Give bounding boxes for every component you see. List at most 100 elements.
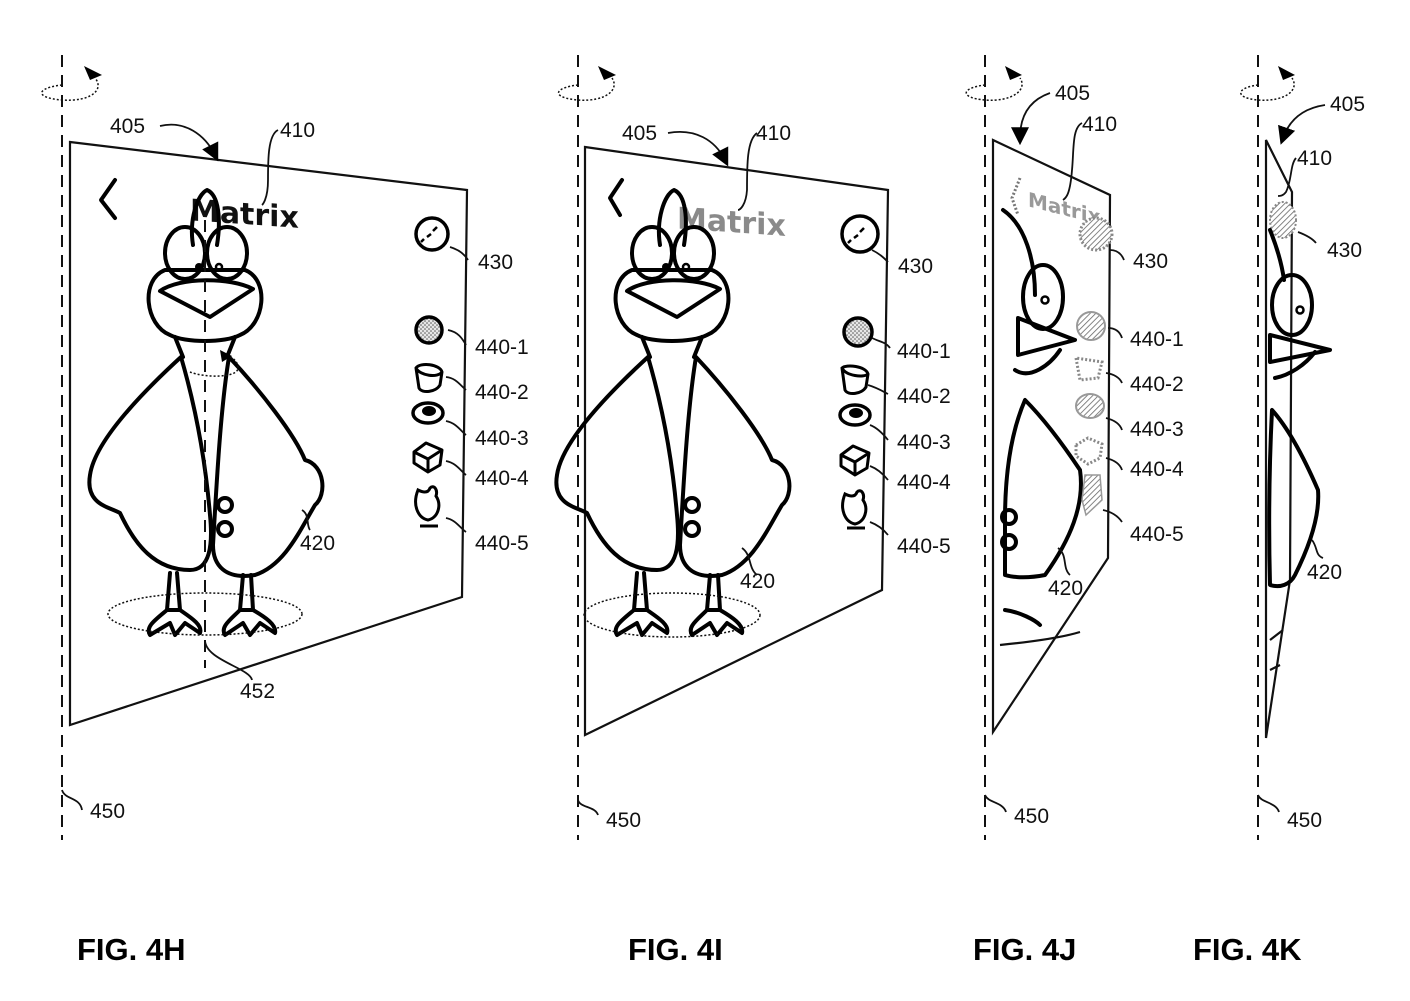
label-420: 420 [1307,561,1342,584]
leader-430 [449,246,469,261]
label-410: 410 [756,122,791,145]
label-440-4: 440-4 [897,471,951,494]
label-440-5: 440-5 [475,532,529,555]
rotation-arrow-icon [557,77,615,101]
camera-button-430[interactable] [1269,201,1297,239]
cylinder-icon [414,363,444,394]
leader-405 [1011,92,1051,146]
back-chevron-icon[interactable] [99,178,117,220]
character-base-arc [999,630,1081,647]
character-420[interactable] [1267,228,1332,671]
chicken-icon [841,489,868,530]
figure-4h: Matrix 405 410 430 440-1 440-2 440-3 4 [41,55,529,967]
label-430: 430 [1327,239,1362,262]
label-420: 420 [1048,577,1083,600]
character-beak [1016,316,1077,357]
label-410: 410 [1082,113,1117,136]
item-cylinder-440-2[interactable] [414,363,444,394]
leader-440-4 [1105,457,1123,471]
label-440-3: 440-3 [475,427,529,450]
item-chicken-440-5[interactable] [414,485,441,528]
character-neck [1273,350,1317,380]
item-chicken-440-5[interactable] [1081,474,1103,517]
item-cube-440-4[interactable] [1074,436,1104,466]
back-chevron-icon[interactable] [1010,177,1022,216]
label-440-3: 440-3 [1130,418,1184,441]
label-452: 452 [240,680,275,703]
label-450: 450 [90,800,125,823]
leader-450 [1257,794,1280,813]
figure-caption: FIG. 4K [1193,932,1302,967]
leader-440-1 [871,337,891,349]
character-base-ellipse [583,592,761,638]
sphere-icon [1076,311,1106,341]
leader-450 [984,794,1007,813]
camera-icon [1078,216,1114,252]
leader-430 [871,249,889,263]
cylinder-icon [840,364,870,396]
leader-440-4 [869,465,889,481]
cube-icon [1074,436,1104,466]
figure-caption: FIG. 4H [77,932,186,967]
display-panel-405 [583,145,890,737]
item-cylinder-440-2[interactable] [1074,356,1104,382]
back-chevron-icon[interactable] [608,178,624,217]
leader-410 [737,132,758,211]
camera-button-430[interactable] [1078,216,1114,252]
leader-440-1 [447,329,467,346]
character-foot [1269,629,1284,671]
leader-420 [1311,539,1324,559]
camera-button-430[interactable] [414,216,450,252]
item-sphere-440-1[interactable] [842,316,874,348]
label-440-1: 440-1 [475,336,529,359]
label-405: 405 [1055,82,1090,105]
item-sphere-440-1[interactable] [414,315,444,345]
leader-440-5 [445,517,467,533]
item-cylinder-440-2[interactable] [840,364,870,396]
item-cube-440-4[interactable] [839,444,871,477]
leader-405 [1278,104,1326,145]
label-450: 450 [1014,805,1049,828]
leader-450 [577,799,599,816]
item-disc-440-3[interactable] [411,401,445,425]
label-440-5: 440-5 [897,535,951,558]
display-panel-405 [68,140,469,727]
item-sphere-440-1[interactable] [1076,311,1106,341]
rotation-arrowhead-icon [1005,66,1022,80]
camera-button-430[interactable] [840,214,880,254]
leader-430 [1109,249,1125,261]
rotation-arrow-icon [41,77,99,101]
sphere-icon [414,315,444,345]
rotation-arrowhead-icon [598,66,616,80]
rotation-arrowhead-icon [1278,66,1295,80]
item-cube-440-4[interactable] [412,441,444,474]
character-rotation-arrow-icon [189,354,239,377]
label-405: 405 [110,115,145,138]
camera-icon [420,226,438,243]
camera-icon [847,227,865,244]
character-jacket [1267,408,1321,589]
character-420[interactable] [554,188,792,637]
leader-410 [261,129,279,206]
label-440-1: 440-1 [897,340,951,363]
item-chicken-440-5[interactable] [841,489,868,530]
character-rotation-arrowhead-icon [220,350,232,362]
figure-caption: FIG. 4J [973,932,1076,967]
item-disc-440-3[interactable] [1075,393,1105,419]
label-440-5: 440-5 [1130,523,1184,546]
character-head-outline [1001,208,1037,297]
leader-420 [1057,547,1071,576]
label-405: 405 [1330,93,1365,116]
label-450: 450 [606,809,641,832]
rotation-arrowhead-icon [84,66,102,80]
leader-405 [159,123,219,162]
disc-hole [849,408,863,418]
character-420[interactable] [999,208,1083,647]
label-450: 450 [1287,809,1322,832]
chicken-icon [414,485,441,528]
figure-4i: Matrix 405 410 430 440-1 440-2 440-3 440… [554,55,951,967]
label-430: 430 [478,251,513,274]
label-440-4: 440-4 [475,467,529,490]
item-disc-440-3[interactable] [838,403,872,427]
